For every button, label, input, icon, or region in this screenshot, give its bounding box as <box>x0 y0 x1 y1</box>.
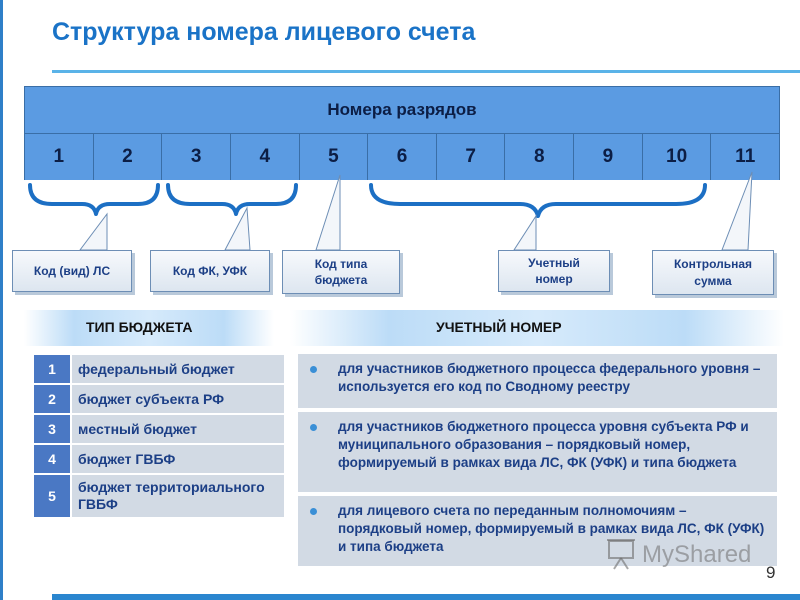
digit-cell: 9 <box>574 134 643 180</box>
account-number-heading-band <box>290 310 784 346</box>
budget-type-label: бюджет субъекта РФ <box>72 385 284 413</box>
budget-type-label: местный бюджет <box>72 415 284 443</box>
account-number-text: для участников бюджетного процесса уровн… <box>338 419 749 471</box>
account-number-text: для участников бюджетного процесса федер… <box>338 361 761 395</box>
budget-type-heading: ТИП БЮДЖЕТА <box>86 319 193 335</box>
callout-budget-type-code: Код типа бюджета <box>282 250 400 294</box>
account-number-text: для лицевого счета по переданным полномо… <box>338 503 765 555</box>
bullet-icon <box>310 424 317 431</box>
budget-type-number: 3 <box>34 415 70 443</box>
brace-3 <box>369 183 707 218</box>
title-underline <box>52 70 800 73</box>
callout-account-number: Учетный номер <box>498 250 610 292</box>
left-accent-rule <box>0 0 3 600</box>
callout-checksum: Контрольная сумма <box>652 250 774 295</box>
account-number-item: для участников бюджетного процесса уровн… <box>298 412 777 492</box>
digit-cell: 3 <box>162 134 231 180</box>
digit-cell: 6 <box>368 134 437 180</box>
budget-type-label: федеральный бюджет <box>72 355 284 383</box>
budget-type-number: 1 <box>34 355 70 383</box>
digit-cell: 8 <box>505 134 575 180</box>
digits-table-header: Номера разрядов <box>25 87 779 133</box>
brace-2 <box>166 183 298 216</box>
digit-cell: 2 <box>94 134 163 180</box>
page-number: 9 <box>766 563 776 582</box>
bottom-bar <box>52 594 800 600</box>
budget-type-heading-band <box>24 310 274 346</box>
budget-type-label: бюджет территориального ГВБФ <box>72 475 284 517</box>
digit-cell: 5 <box>300 134 369 180</box>
pointer-1 <box>79 212 108 251</box>
page-title: Структура номера лицевого счета <box>52 18 476 46</box>
digit-cell: 7 <box>437 134 506 180</box>
budget-type-number: 4 <box>34 445 70 473</box>
account-number-item: для лицевого счета по переданным полномо… <box>298 496 777 566</box>
pointer-4 <box>513 214 537 251</box>
bullet-icon <box>310 508 317 515</box>
budget-type-label: бюджет ГВБФ <box>72 445 284 473</box>
pointer-2 <box>224 206 251 251</box>
pointer-5 <box>721 171 753 251</box>
watermark-text: MyShared <box>642 541 752 568</box>
brace-1 <box>28 183 160 216</box>
projector-screen-icon <box>607 539 635 570</box>
digit-cell: 11 <box>735 146 756 167</box>
pointer-3 <box>315 174 341 251</box>
digit-cell: 1 <box>25 134 94 180</box>
budget-type-number: 5 <box>34 475 70 517</box>
callout-fk-code: Код ФК, УФК <box>150 250 270 292</box>
digits-table: Номера разрядов 1 2 3 4 5 6 7 8 9 10 11 <box>24 86 780 180</box>
bullet-icon <box>310 366 317 373</box>
account-number-item: для участников бюджетного процесса федер… <box>298 354 777 408</box>
digit-cell: 10 <box>643 134 712 180</box>
budget-type-number: 2 <box>34 385 70 413</box>
digits-row: 1 2 3 4 5 6 7 8 9 10 11 <box>25 133 779 180</box>
callout-account-type: Код (вид) ЛС <box>12 250 132 292</box>
account-number-heading: УЧЕТНЫЙ НОМЕР <box>436 319 562 335</box>
watermark: MyShared <box>606 537 751 577</box>
digit-cell: 4 <box>231 134 300 180</box>
